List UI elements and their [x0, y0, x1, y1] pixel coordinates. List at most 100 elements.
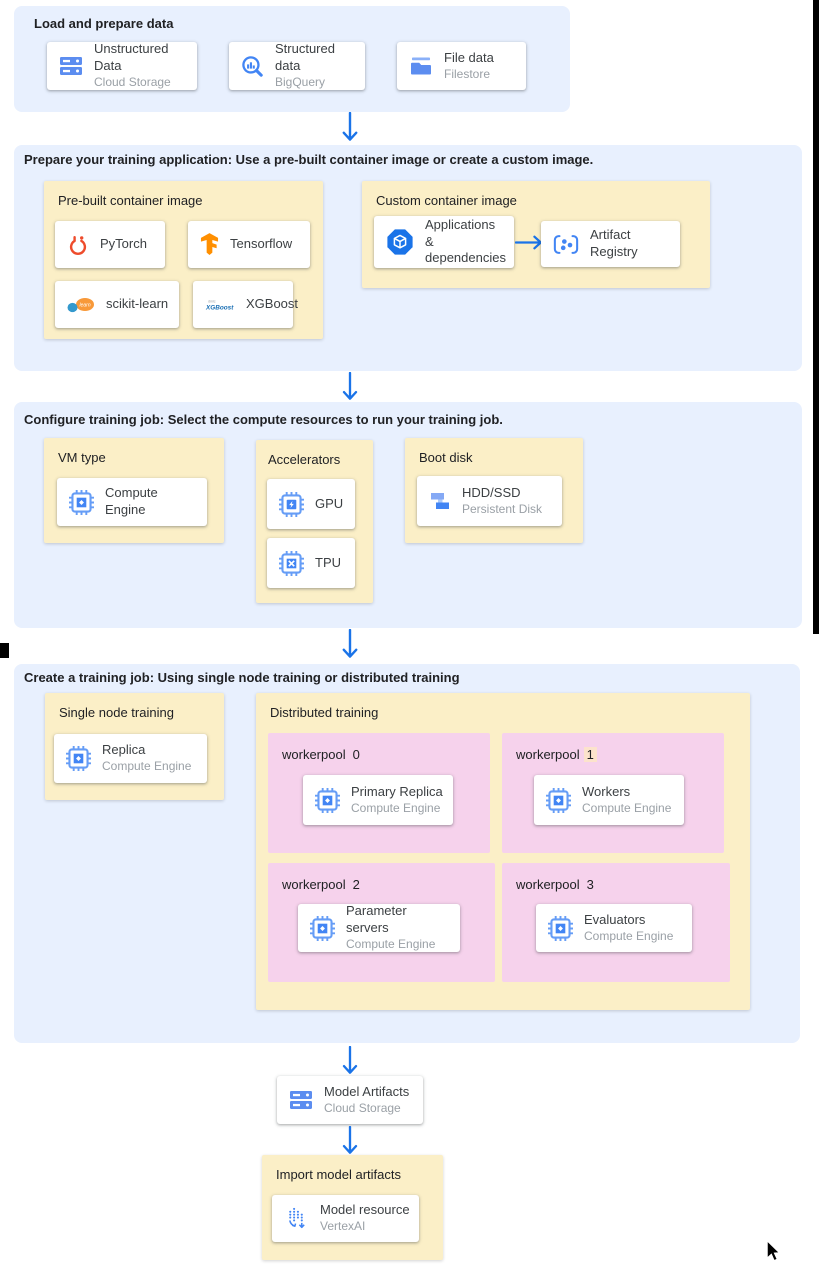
card-gpu[interactable]: GPU [267, 479, 355, 529]
card-sublabel: Cloud Storage [94, 75, 171, 90]
compute-engine-icon [548, 916, 573, 941]
card-sublabel: Cloud Storage [324, 1100, 401, 1115]
card-scikit-learn[interactable]: scikit-learn [55, 281, 179, 328]
flow-arrow-down [341, 1046, 359, 1075]
card-sublabel: BigQuery [275, 75, 326, 90]
group-title: Single node training [59, 705, 174, 720]
tensorflow-icon [200, 233, 219, 256]
workerpool-label: workerpool 2 [282, 877, 363, 892]
card-label: Parameter servers [346, 903, 407, 936]
group-vm-type: VM type Compute Engine [44, 438, 224, 543]
card-label: Replica [102, 742, 146, 758]
compute-engine-icon [315, 788, 340, 813]
workerpool-number: 0 [352, 747, 360, 762]
workerpool-number: 2 [352, 877, 360, 892]
section-prepare-training-application: Prepare your training application: Use a… [14, 145, 802, 371]
applications-dependencies-icon [386, 228, 414, 256]
screenshot-edge-artifact-left [0, 643, 9, 658]
card-workers[interactable]: Workers Compute Engine [534, 775, 694, 835]
card-applications-dependencies[interactable]: Applications & dependencies [374, 216, 514, 268]
workerpool-prefix: workerpool [516, 747, 580, 762]
section-title: Prepare your training application: Use a… [24, 152, 594, 167]
compute-engine-icon [310, 916, 335, 941]
card-xgboost[interactable]: XGBoost [193, 281, 298, 328]
flow-arrow-down [341, 372, 359, 401]
pytorch-icon [67, 234, 89, 256]
group-custom-container-image: Custom container image Applications & de… [362, 181, 710, 288]
card-label: GPU [315, 495, 344, 511]
card-parameter-servers[interactable]: Parameter servers Compute Engine [298, 903, 470, 962]
card-sublabel: VertexAI [320, 1219, 366, 1234]
compute-engine-icon [66, 746, 91, 771]
group-title: Custom container image [376, 193, 517, 208]
section-title: Create a training job: Using single node… [24, 670, 460, 685]
tpu-icon [279, 551, 304, 576]
card-compute-engine[interactable]: Compute Engine [57, 478, 207, 526]
card-primary-replica[interactable]: Primary Replica Compute Engine [303, 775, 463, 835]
group-title: Accelerators [268, 452, 341, 467]
workerpool-prefix: workerpool [516, 877, 580, 892]
flow-arrow-down [341, 629, 359, 659]
flow-arrow-down [341, 112, 359, 142]
group-title: Distributed training [270, 705, 379, 720]
card-label: scikit-learn [106, 296, 169, 312]
card-label: PyTorch [100, 236, 147, 252]
card-label: Evaluators [584, 911, 646, 927]
compute-engine-icon [546, 788, 571, 813]
mouse-cursor [766, 1240, 780, 1262]
group-import-model-artifacts: Import model artifacts Model resource Ve… [262, 1155, 443, 1260]
group-title: Pre-built container image [58, 193, 203, 208]
persistent-disk-icon [429, 490, 451, 512]
card-model-resource[interactable]: Model resource VertexAI [272, 1195, 419, 1242]
card-sublabel: Compute Engine [346, 937, 436, 952]
flow-arrow-down [341, 1126, 359, 1155]
group-single-node-training: Single node training Replica Compute Eng… [45, 693, 224, 800]
card-sublabel: Compute Engine [582, 800, 672, 815]
card-file-data[interactable]: File data Filestore [397, 42, 526, 90]
group-title: Import model artifacts [276, 1167, 401, 1182]
card-unstructured-data[interactable]: Unstructured Data Cloud Storage [47, 41, 197, 90]
card-label: File data [444, 49, 494, 65]
group-accelerators: Accelerators GPU TPU [256, 440, 373, 603]
card-label: TPU [315, 554, 341, 570]
card-tpu[interactable]: TPU [267, 538, 355, 588]
group-prebuilt-container-image: Pre-built container image PyTorch Tensor… [44, 181, 323, 339]
screenshot-edge-artifact-right [813, 0, 819, 634]
card-label: Model Artifacts [324, 1083, 410, 1099]
card-label: XGBoost [246, 296, 299, 312]
card-sublabel: Compute Engine [102, 759, 192, 774]
card-label: Unstructured Data [94, 41, 169, 74]
card-label: Structured data [275, 41, 335, 74]
card-label: Artifact Registry [590, 227, 638, 259]
card-label: Model resource [320, 1202, 410, 1218]
flow-arrow-right [515, 234, 543, 251]
compute-engine-icon [69, 490, 94, 515]
cloud-storage-icon [289, 1090, 313, 1110]
card-model-artifacts[interactable]: Model Artifacts Cloud Storage [277, 1076, 423, 1124]
section-title: Configure training job: Select the compu… [24, 412, 503, 427]
card-evaluators[interactable]: Evaluators Compute Engine [536, 904, 702, 962]
card-label: Workers [582, 783, 631, 799]
card-tensorflow[interactable]: Tensorflow [188, 221, 310, 268]
section-create-training-job: Create a training job: Using single node… [14, 664, 800, 1043]
card-artifact-registry[interactable]: Artifact Registry [541, 221, 680, 267]
card-sublabel: Compute Engine [351, 800, 441, 815]
filestore-icon [409, 57, 433, 75]
card-pytorch[interactable]: PyTorch [55, 221, 165, 268]
card-replica[interactable]: Replica Compute Engine [54, 734, 207, 783]
cloud-storage-icon [59, 56, 83, 76]
vertex-ai-icon [284, 1206, 309, 1231]
card-structured-data[interactable]: Structured data BigQuery [229, 41, 365, 90]
group-title: Boot disk [419, 450, 473, 465]
card-sublabel: Compute Engine [584, 928, 674, 943]
section-title: Load and prepare data [34, 16, 174, 31]
card-persistent-disk[interactable]: HDD/SSD Persistent Disk [417, 476, 562, 526]
workerpool-prefix: workerpool [282, 877, 346, 892]
